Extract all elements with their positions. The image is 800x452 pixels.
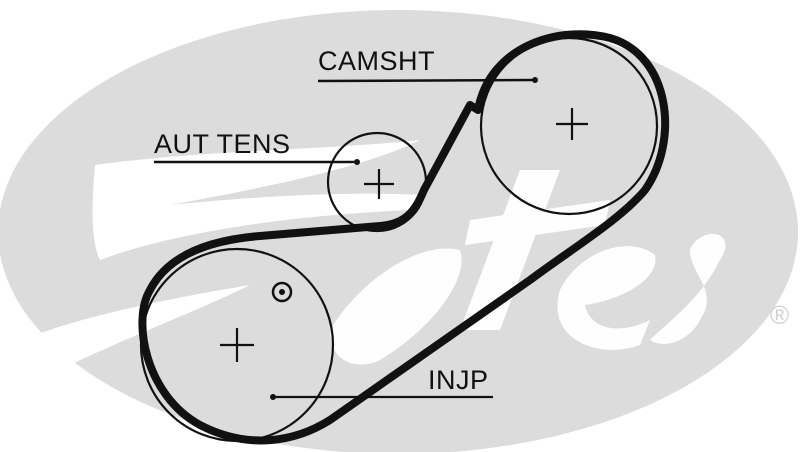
gates-watermark: ®	[0, 10, 798, 452]
camshaft-label: CAMSHT	[318, 46, 435, 76]
auto-tensioner-leader-dot	[354, 159, 360, 165]
watermark-a	[330, 248, 462, 365]
pulley-centers	[220, 108, 588, 362]
label-auto-tensioner: AUT TENS	[154, 129, 360, 165]
injection-pump-label: INJP	[428, 365, 489, 395]
watermark-g-stroke	[92, 140, 421, 260]
injection-pump-leader-dot	[270, 394, 276, 400]
timing-mark-icon	[271, 281, 293, 303]
timing-belt	[138, 30, 670, 445]
label-injection-pump: INJP	[270, 365, 493, 400]
watermark-s	[650, 233, 726, 344]
watermark-g-lower	[0, 285, 250, 395]
camshaft-leader-line	[317, 78, 536, 83]
watermark-e	[557, 246, 656, 350]
label-camshaft: CAMSHT	[317, 46, 538, 83]
crank-center-cross-icon	[220, 328, 254, 362]
camshaft-leader-dot	[532, 77, 538, 83]
registered-mark: ®	[770, 300, 789, 330]
tensioner-center-cross-icon	[364, 169, 394, 199]
auto-tensioner-label: AUT TENS	[154, 129, 291, 159]
watermark-t	[460, 170, 610, 330]
camshaft-center-cross-icon	[556, 108, 588, 140]
